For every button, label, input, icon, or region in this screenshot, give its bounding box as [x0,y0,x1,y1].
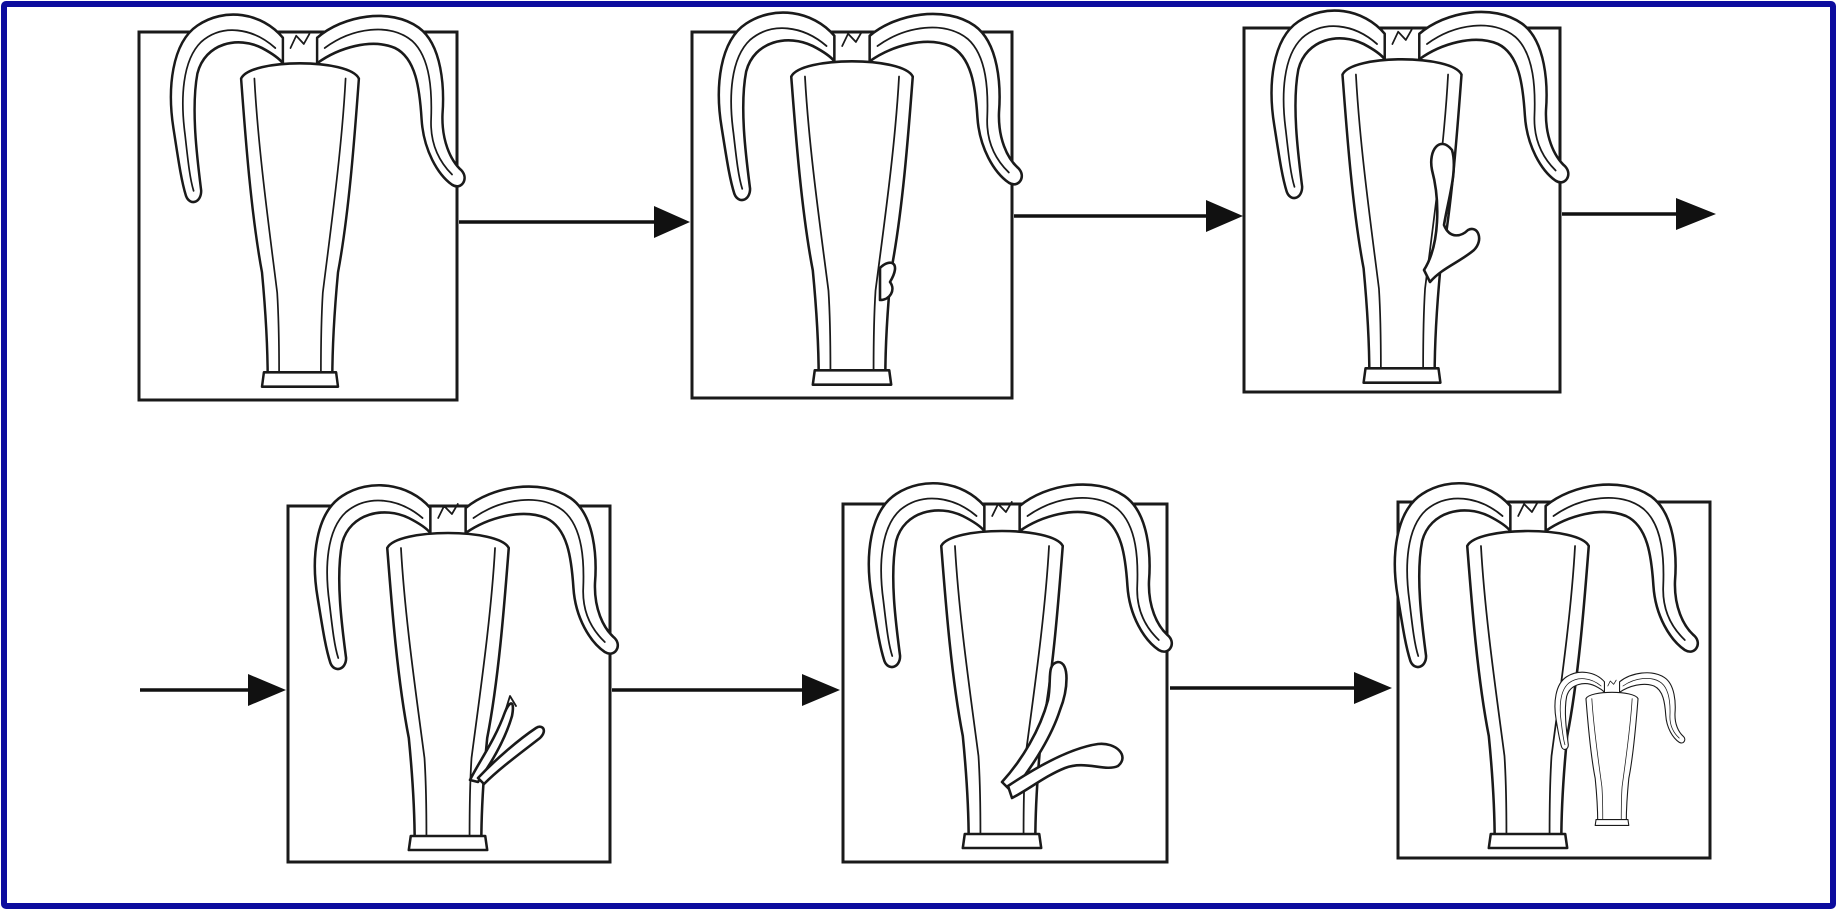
arrow-stage-2-to-3 [1014,200,1243,232]
panel-stage-4 [288,485,618,862]
panel-stage-2 [692,13,1022,398]
arrow-row-2-entry [140,674,286,706]
arrow-stage-1-to-2 [459,206,690,238]
arrow-stage-3-to-row-2 [1562,198,1716,230]
arrow-stage-4-to-5 [612,674,840,706]
panel-stage-3 [1244,11,1568,392]
panel-stage-6 [1395,483,1710,858]
panel-stage-1 [139,15,465,400]
panel-stage-5 [843,483,1172,862]
arrow-stage-5-to-6 [1170,672,1392,704]
